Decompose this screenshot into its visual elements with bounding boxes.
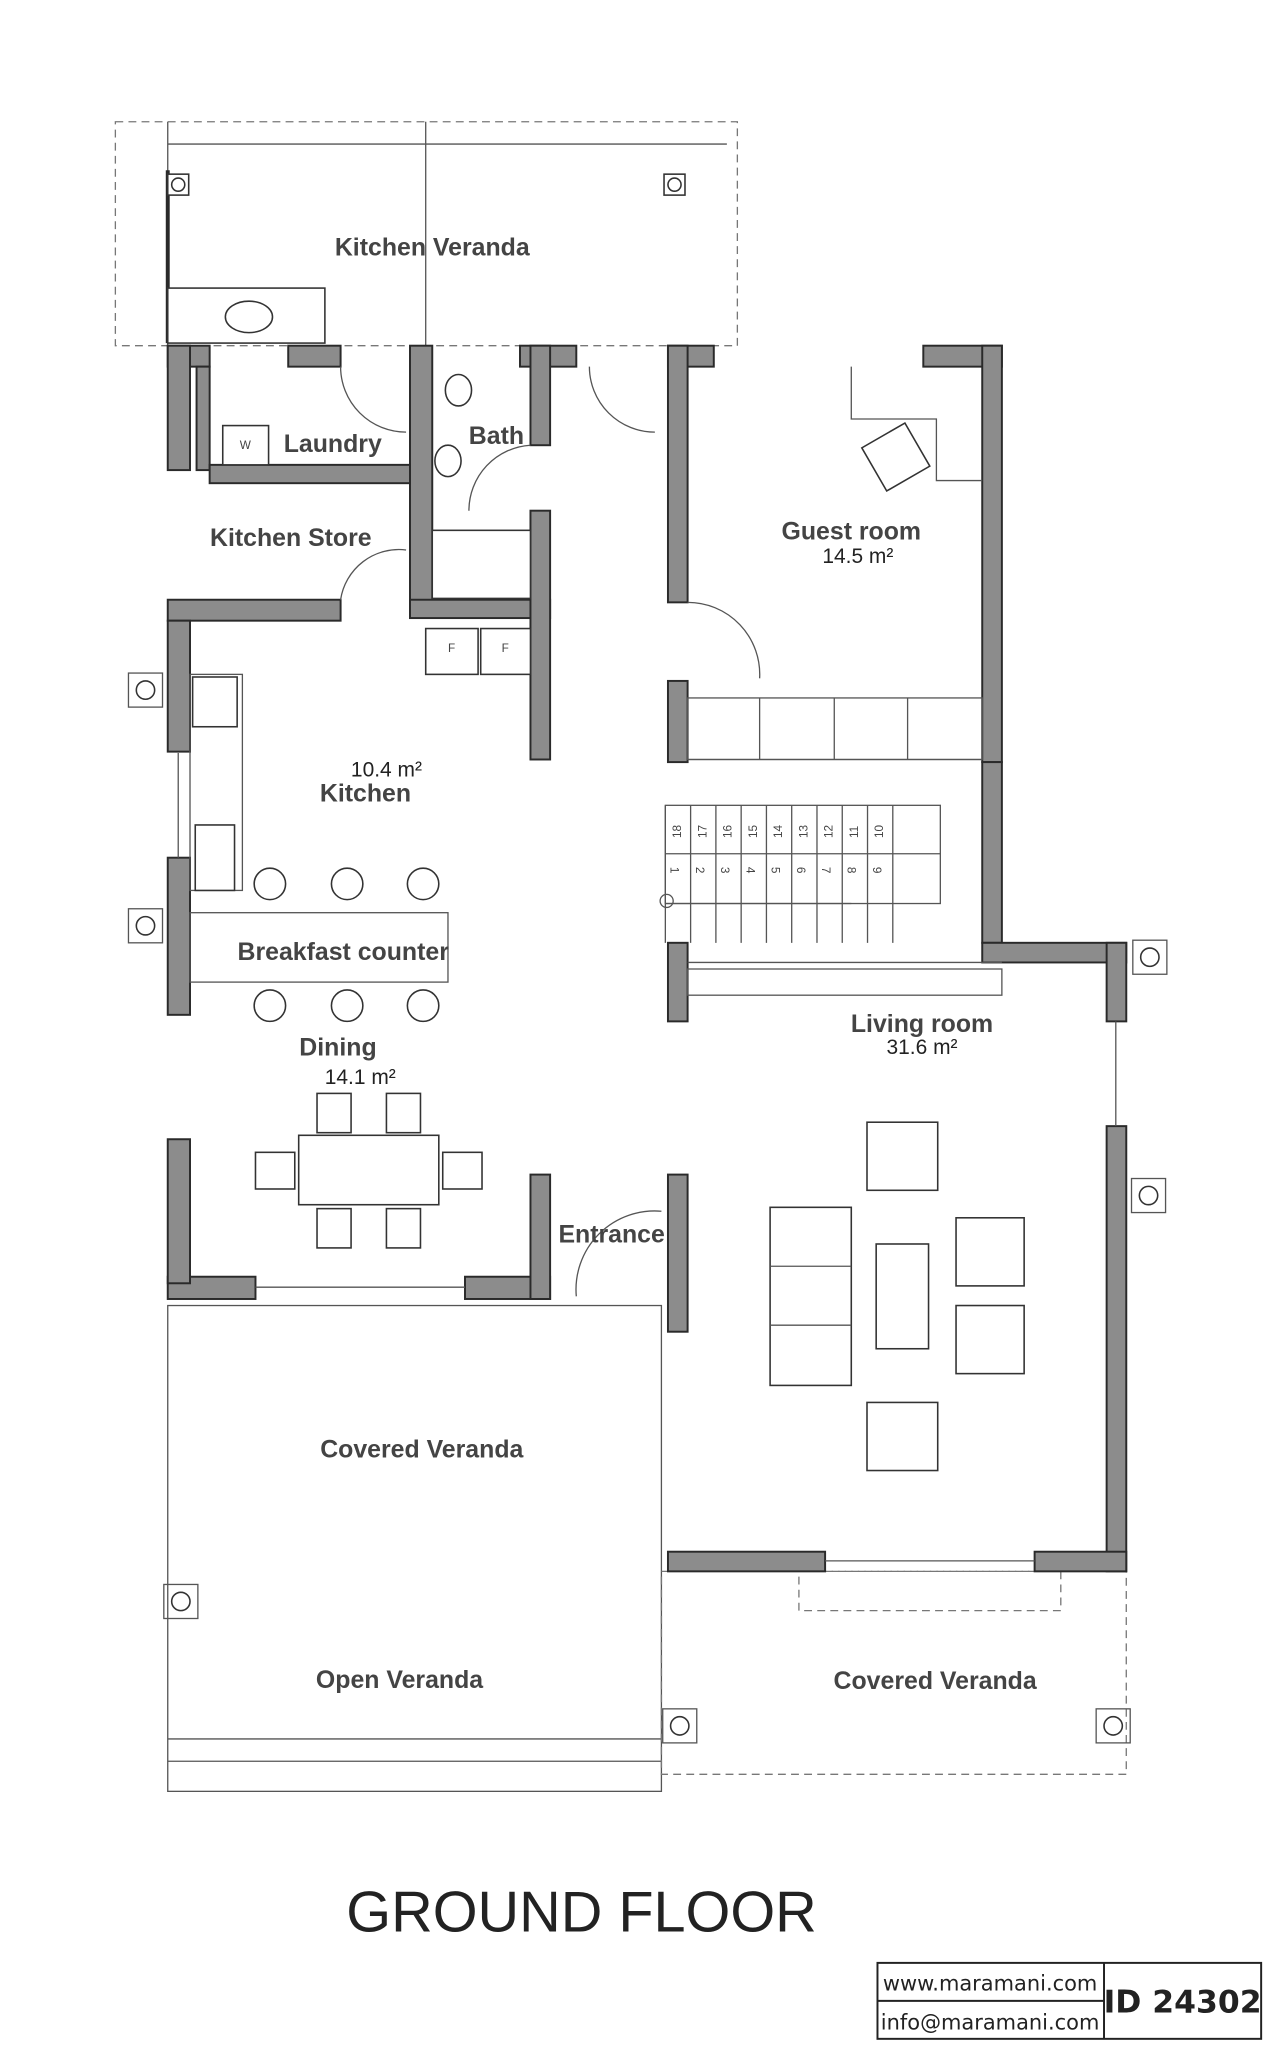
covered-veranda-right-label: Covered Veranda: [834, 1667, 1037, 1695]
open-veranda-label: Open Veranda: [316, 1666, 483, 1694]
stair-number: 15: [747, 825, 760, 839]
stair-number: 13: [797, 825, 810, 839]
living-furniture: [769, 1121, 1025, 1472]
stair-number: 12: [823, 825, 836, 838]
fridge-2: [479, 627, 532, 676]
toilet-icon: [444, 373, 473, 407]
living-room-label: Living room: [851, 1010, 993, 1038]
guest-chair: [860, 421, 931, 493]
kitchen-veranda-label: Kitchen Veranda: [335, 233, 530, 261]
living-room-area: 31.6 m²: [887, 1036, 958, 1059]
stair-number: 2: [693, 867, 706, 874]
walls: [166, 344, 1128, 1573]
guest-room-label: Guest room: [782, 517, 922, 545]
washer-label: W: [240, 439, 252, 452]
stair-number: 9: [870, 867, 883, 874]
covered-veranda-left-label: Covered Veranda: [320, 1435, 523, 1463]
plan-title: GROUND FLOOR: [346, 1880, 817, 1944]
fridge-label: F: [448, 642, 455, 655]
stair-number: 8: [844, 867, 857, 874]
stair-number: 3: [718, 867, 731, 874]
email-text: info@maramani.com: [881, 2011, 1100, 2035]
breakfast-counter-label: Breakfast counter: [238, 938, 450, 966]
stair-number: 6: [794, 867, 807, 874]
website-text: www.maramani.com: [883, 1971, 1097, 1995]
fridge-1: [424, 627, 479, 676]
covered-veranda-right-outline: [660, 1570, 1127, 1775]
title-block: www.maramani.com info@maramani.com ID 24…: [876, 1961, 1263, 2040]
columns: [127, 173, 1168, 1744]
stair-number: 4: [743, 867, 756, 874]
room-labels: Kitchen Veranda Laundry Bath Kitchen Sto…: [210, 233, 1037, 1695]
dining-area: 14.1 m²: [325, 1066, 396, 1089]
guest-room-area: 14.5 m²: [822, 545, 893, 568]
fridge-label: F: [502, 642, 509, 655]
dining-table: [254, 1092, 483, 1249]
plan-id: ID 24302: [1104, 1985, 1262, 2021]
stair-number: 17: [696, 825, 709, 838]
dining-label: Dining: [299, 1033, 376, 1061]
stair-number: 11: [848, 826, 861, 838]
kitchen-store-label: Kitchen Store: [210, 524, 372, 552]
laundry-label: Laundry: [284, 430, 382, 458]
stair-number: 1: [668, 867, 681, 874]
stair-number: 5: [769, 867, 782, 874]
doors: [339, 366, 761, 1297]
basin-icon: [434, 444, 462, 478]
sink-icon: [224, 300, 274, 334]
bathtub: [431, 529, 532, 600]
stair-number: 18: [671, 825, 684, 839]
covered-veranda-left-outline: [167, 1304, 663, 1792]
breakfast-counter-top: [189, 912, 449, 983]
stair-number: 10: [873, 825, 886, 839]
kitchen-area: 10.4 m²: [351, 759, 422, 782]
entrance-label: Entrance: [558, 1221, 664, 1249]
kitchen-sink: [194, 824, 236, 892]
stair-number: 14: [772, 825, 785, 839]
kitchen-label: Kitchen: [320, 779, 411, 807]
stools: [253, 867, 440, 1023]
bath-label: Bath: [469, 422, 524, 450]
stair-number: 7: [819, 867, 832, 874]
stair-number: 16: [722, 825, 735, 839]
stove-icon: [191, 676, 238, 728]
